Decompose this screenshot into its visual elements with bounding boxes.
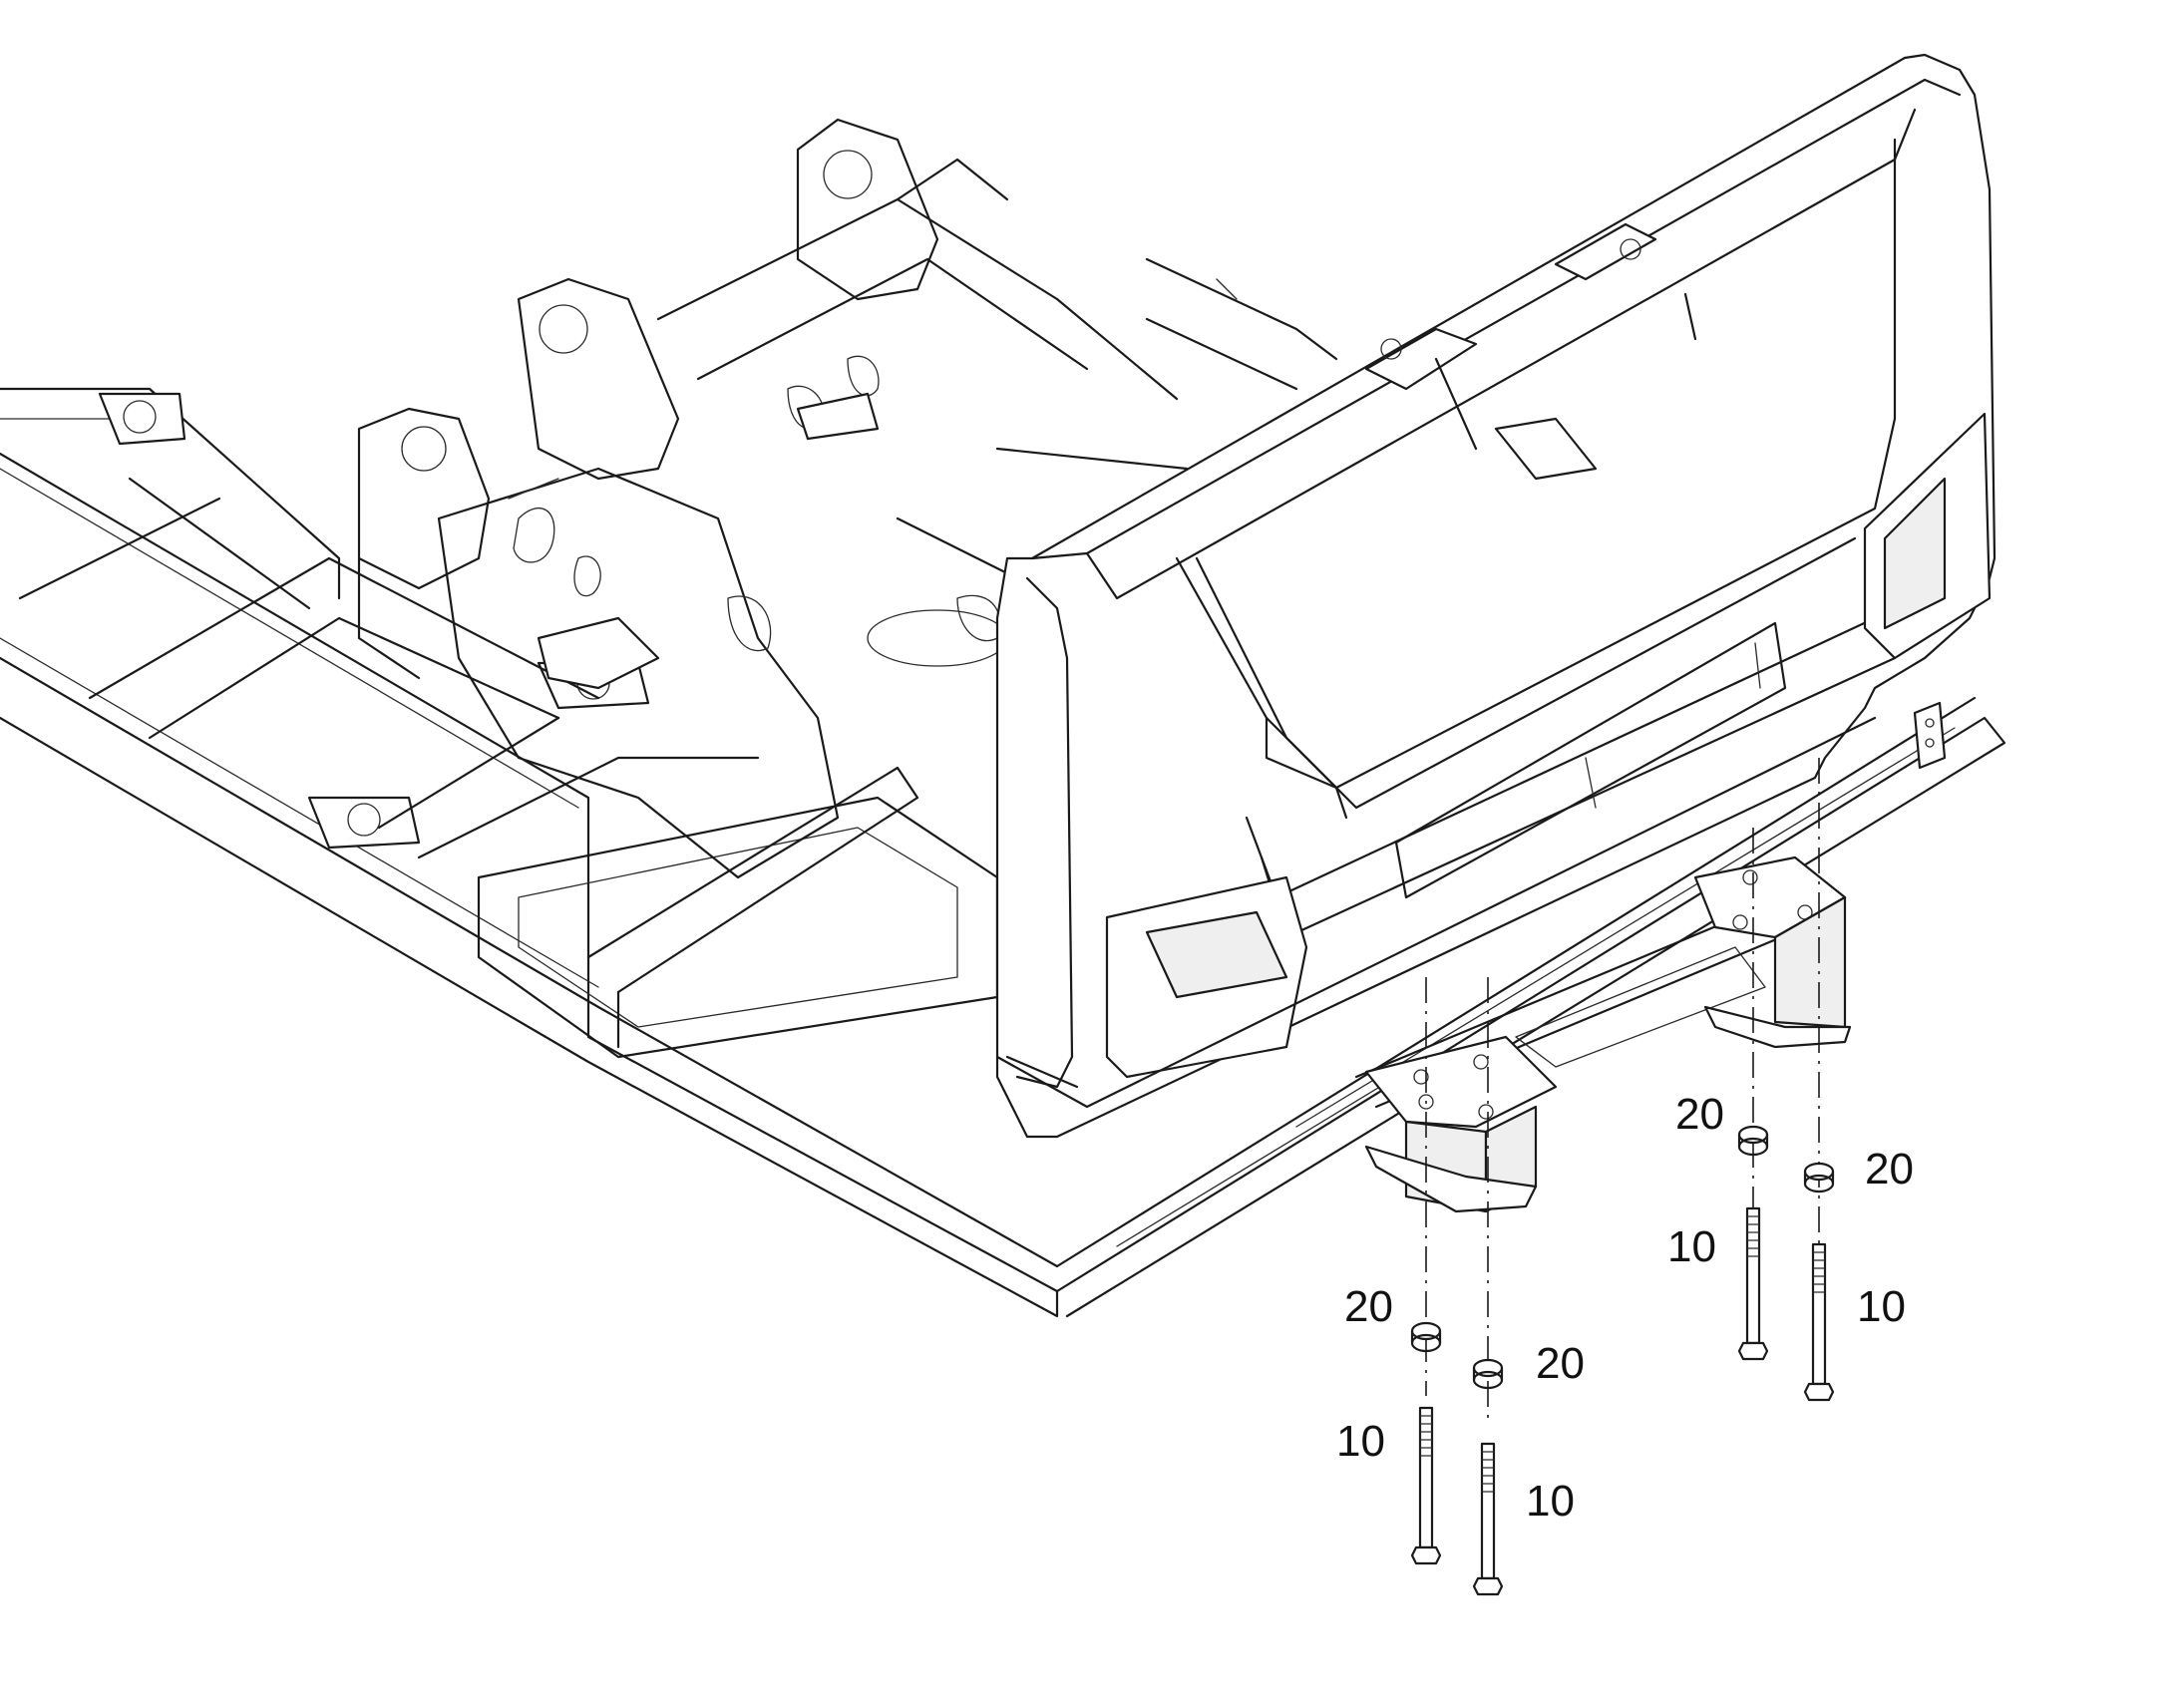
callout-washer-20: 20 xyxy=(1536,1339,1585,1388)
callout-bolt-10: 10 xyxy=(1857,1282,1906,1331)
bolt-right-1 xyxy=(1737,1206,1769,1361)
callout-bolt-10: 10 xyxy=(1667,1222,1716,1271)
washer-left-1 xyxy=(1410,1321,1442,1353)
washers xyxy=(1410,1125,1835,1390)
washer-right-2 xyxy=(1803,1162,1835,1194)
upper-structure xyxy=(357,118,1338,879)
bolt-left-1 xyxy=(1410,1406,1442,1565)
bolt-left-2 xyxy=(1472,1442,1504,1596)
right-mounting-bracket xyxy=(1693,855,1852,1049)
callout-washer-20: 20 xyxy=(1675,1090,1724,1139)
bolt-right-2 xyxy=(1803,1242,1835,1402)
left-mounting-bracket xyxy=(1364,1035,1558,1213)
callout-bolt-10: 10 xyxy=(1336,1417,1385,1466)
callout-bolt-10: 10 xyxy=(1526,1477,1575,1526)
washer-left-2 xyxy=(1472,1358,1504,1390)
callout-labels: 20 20 20 20 10 10 10 10 xyxy=(1336,1090,1914,1526)
bolts xyxy=(1410,1206,1835,1596)
callout-washer-20: 20 xyxy=(1865,1145,1914,1194)
counterweight-body xyxy=(995,53,1997,1139)
callout-washer-20: 20 xyxy=(1344,1282,1393,1331)
washer-right-1 xyxy=(1737,1125,1769,1157)
